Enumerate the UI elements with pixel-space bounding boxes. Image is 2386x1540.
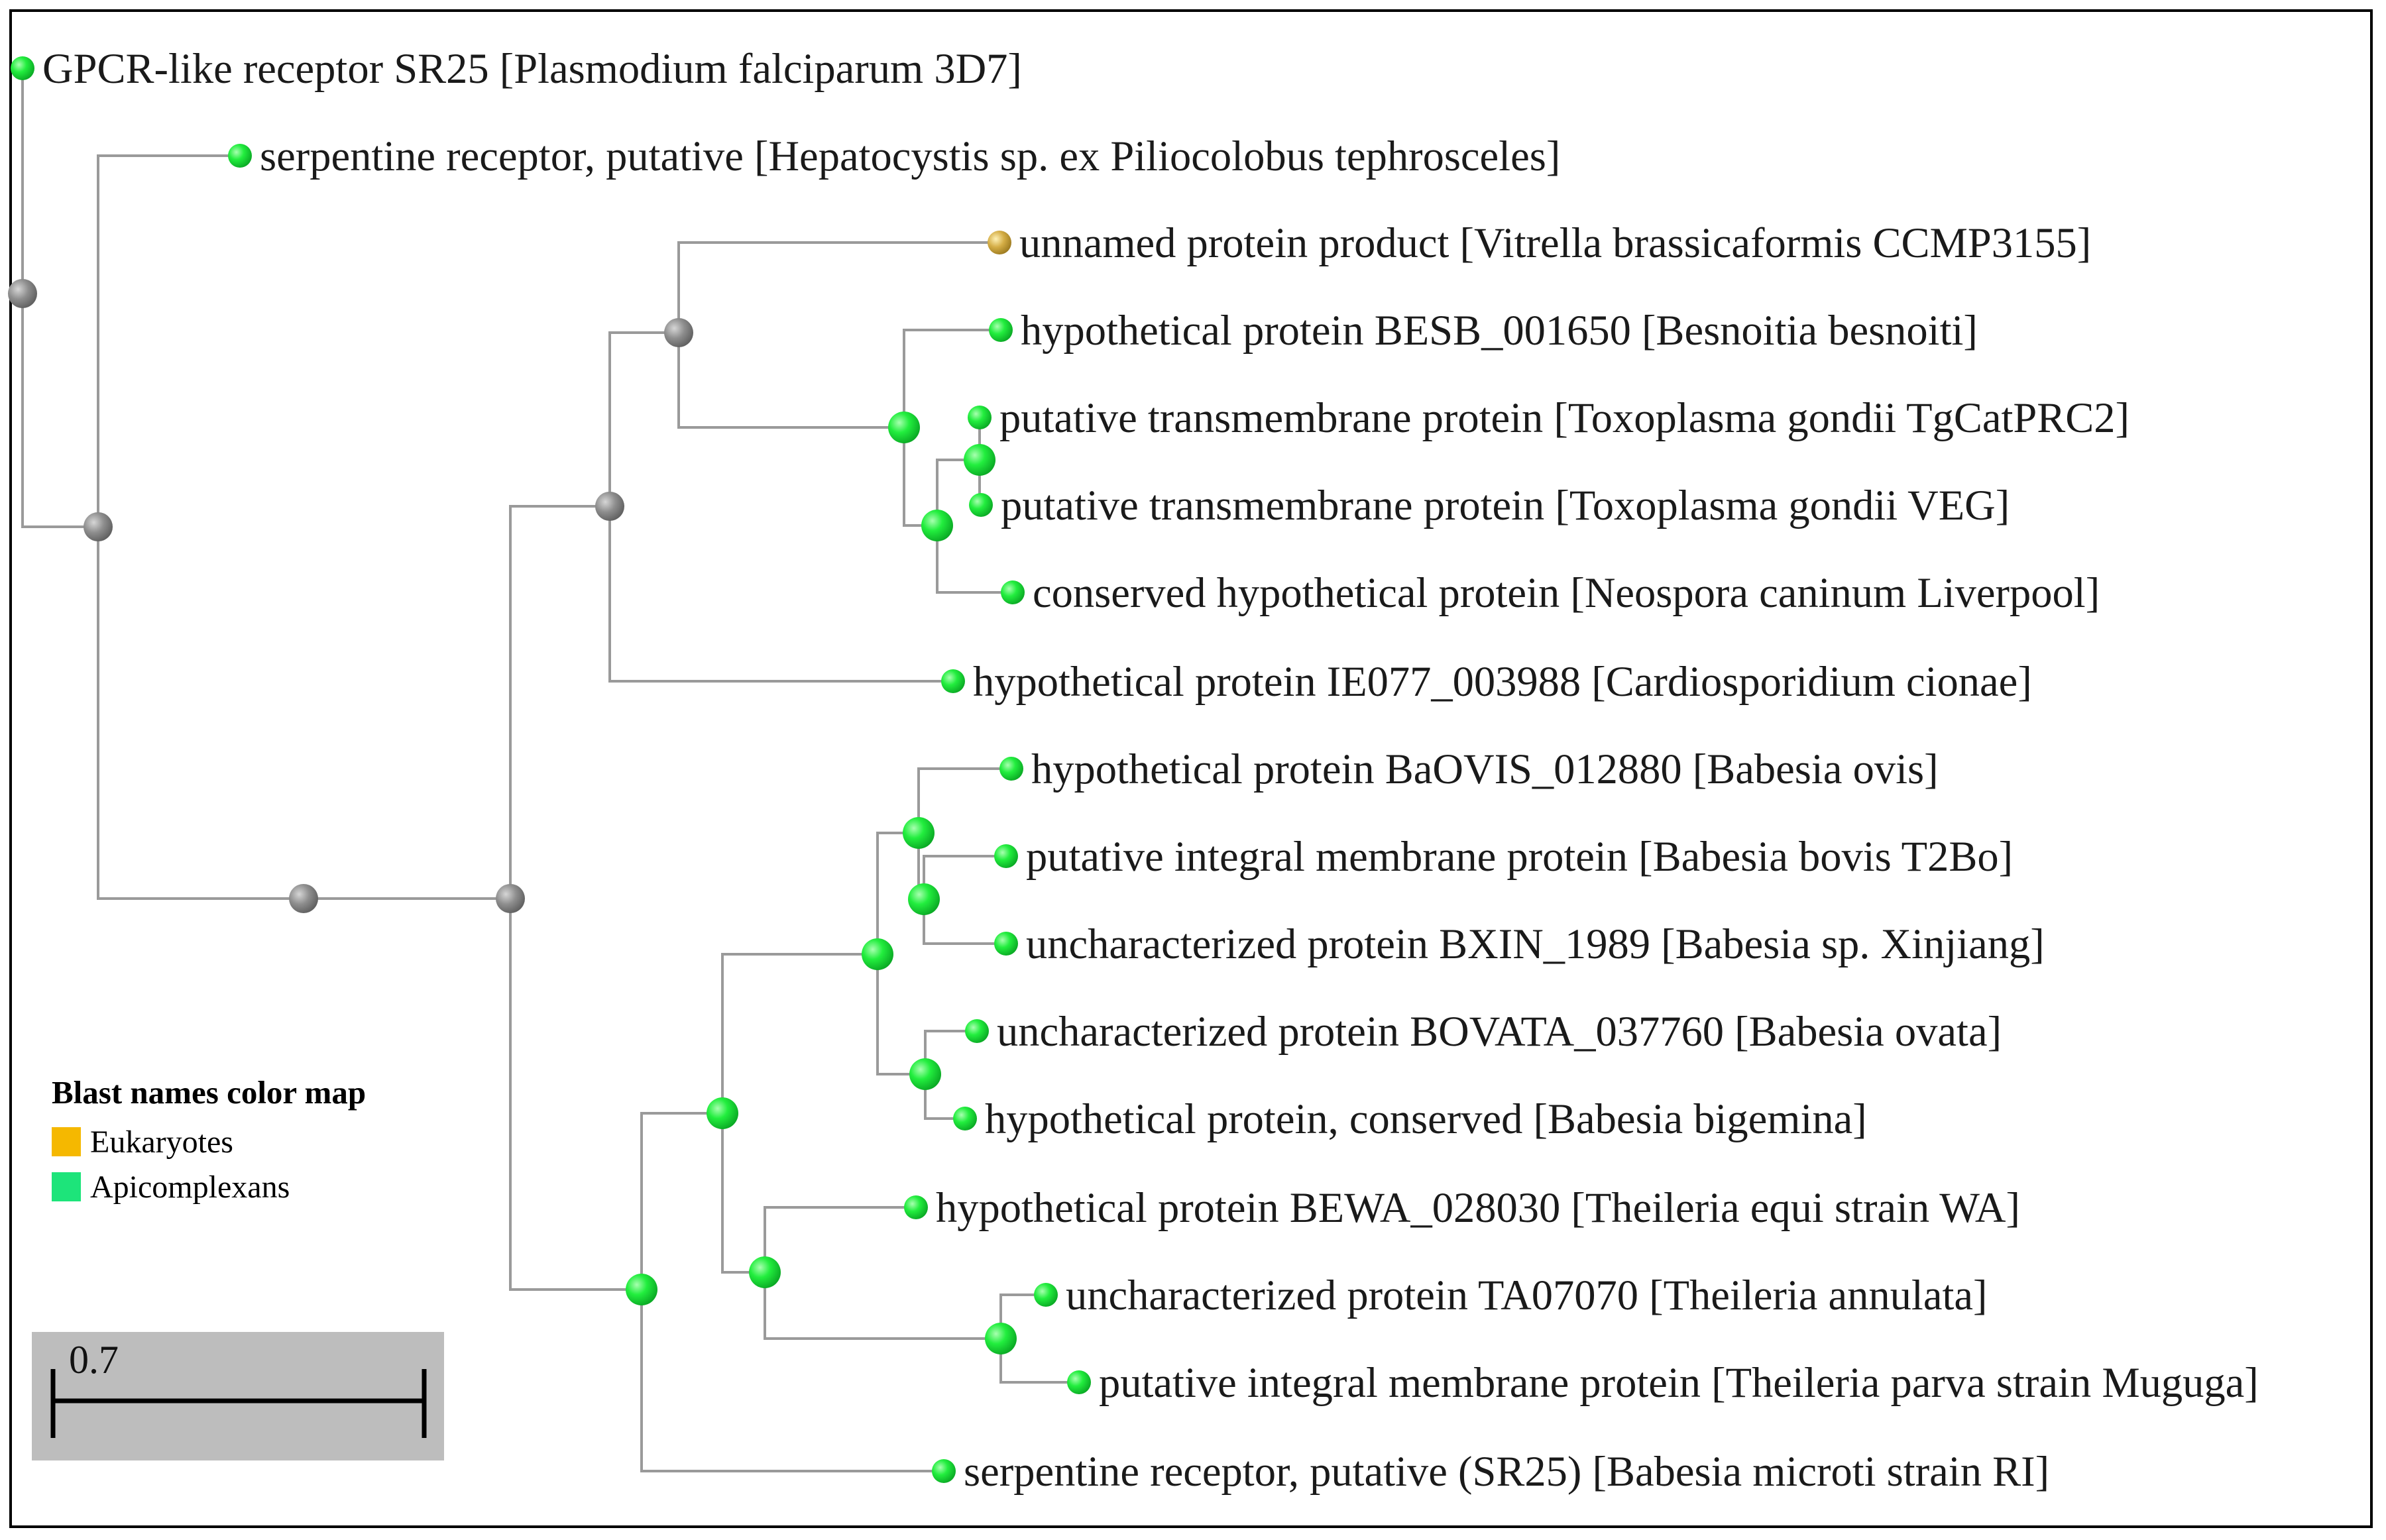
tree-branch bbox=[764, 1272, 1001, 1340]
leaf-label[interactable]: hypothetical protein BEWA_028030 [Theile… bbox=[936, 1184, 2020, 1231]
internal-node[interactable] bbox=[985, 1323, 1017, 1354]
leaf-node[interactable] bbox=[953, 1107, 977, 1130]
tree-nodes bbox=[8, 56, 1091, 1483]
leaf-label[interactable]: putative transmembrane protein [Toxoplas… bbox=[1001, 482, 2010, 529]
legend-swatch-apicomplexans bbox=[52, 1172, 81, 1201]
internal-node[interactable] bbox=[862, 938, 893, 970]
leaf-label[interactable]: serpentine receptor, putative [Hepatocys… bbox=[260, 133, 1560, 180]
leaf-label[interactable]: putative integral membrane protein [Babe… bbox=[1026, 833, 2013, 880]
leaf-node[interactable] bbox=[965, 1019, 989, 1043]
leaf-node[interactable] bbox=[228, 144, 252, 168]
internal-node[interactable] bbox=[964, 444, 995, 476]
internal-node[interactable] bbox=[921, 510, 953, 541]
internal-node[interactable] bbox=[84, 512, 113, 541]
leaf-label[interactable]: putative integral membrane protein [Thei… bbox=[1099, 1359, 2259, 1406]
tree-branch bbox=[721, 1113, 765, 1274]
leaf-label[interactable]: GPCR-like receptor SR25 [Plasmodium falc… bbox=[42, 45, 1022, 92]
leaf-label[interactable]: hypothetical protein BaOVIS_012880 [Babe… bbox=[1031, 745, 1939, 793]
leaf-node[interactable] bbox=[932, 1459, 956, 1483]
tree-branch bbox=[509, 505, 610, 899]
leaf-node[interactable] bbox=[941, 669, 965, 693]
leaf-label[interactable]: hypothetical protein BESB_001650 [Besnoi… bbox=[1021, 307, 1978, 354]
tree-branch bbox=[876, 954, 925, 1075]
internal-node[interactable] bbox=[888, 412, 920, 443]
leaf-node[interactable] bbox=[994, 844, 1018, 868]
tree-branch bbox=[97, 527, 304, 900]
legend-swatch-eukaryotes bbox=[52, 1127, 81, 1156]
tree-branch bbox=[640, 1112, 722, 1290]
internal-node[interactable] bbox=[8, 279, 37, 308]
legend-label-apicomplexans: Apicomplexans bbox=[90, 1169, 290, 1205]
leaf-node[interactable] bbox=[904, 1195, 928, 1219]
leaf-label[interactable]: serpentine receptor, putative (SR25) [Ba… bbox=[964, 1448, 2049, 1495]
tree-branch bbox=[509, 899, 642, 1291]
scale-bar-graphic bbox=[50, 1369, 427, 1438]
internal-node[interactable] bbox=[664, 318, 693, 347]
leaf-label[interactable]: conserved hypothetical protein [Neospora… bbox=[1033, 569, 2100, 616]
internal-node[interactable] bbox=[908, 883, 940, 915]
leaf-label[interactable]: hypothetical protein IE077_003988 [Cardi… bbox=[973, 658, 2032, 705]
leaf-node[interactable] bbox=[1001, 580, 1025, 604]
tree-branch bbox=[608, 506, 953, 683]
leaf-node[interactable] bbox=[988, 231, 1011, 254]
internal-node[interactable] bbox=[903, 817, 935, 849]
internal-node[interactable] bbox=[626, 1274, 657, 1305]
leaf-node[interactable] bbox=[999, 757, 1023, 781]
scale-bar: 0.7 bbox=[32, 1332, 444, 1460]
tree-branch bbox=[97, 154, 240, 527]
internal-node[interactable] bbox=[595, 492, 624, 521]
leaf-node[interactable] bbox=[989, 318, 1013, 342]
leaf-label[interactable]: uncharacterized protein BXIN_1989 [Babes… bbox=[1026, 920, 2045, 967]
tree-branch bbox=[903, 329, 1001, 427]
leaf-label[interactable]: unnamed protein product [Vitrella brassi… bbox=[1019, 219, 2091, 266]
tree-leaf-labels: GPCR-like receptor SR25 [Plasmodium falc… bbox=[42, 45, 2259, 1495]
leaf-node[interactable] bbox=[968, 406, 992, 429]
leaf-node[interactable] bbox=[1067, 1370, 1091, 1394]
tree-viewer-frame bbox=[9, 9, 2373, 1528]
tree-branches bbox=[21, 68, 1079, 1472]
legend-item-apicomplexans: Apicomplexans bbox=[52, 1164, 366, 1209]
internal-node[interactable] bbox=[707, 1097, 738, 1129]
tree-branch bbox=[677, 241, 999, 333]
leaf-label[interactable]: hypothetical protein, conserved [Babesia… bbox=[985, 1095, 1867, 1142]
tree-branch bbox=[721, 953, 878, 1113]
legend-title: Blast names color map bbox=[52, 1074, 367, 1111]
leaf-node[interactable] bbox=[1034, 1283, 1058, 1307]
tree-branch bbox=[917, 767, 1011, 833]
legend-label-eukaryotes: Eukaryotes bbox=[90, 1124, 233, 1160]
tree-branch bbox=[21, 294, 98, 528]
tree-branch bbox=[936, 525, 1013, 594]
tree-branch bbox=[677, 333, 904, 429]
legend-item-eukaryotes: Eukaryotes bbox=[52, 1119, 366, 1164]
leaf-label[interactable]: uncharacterized protein BOVATA_037760 [B… bbox=[997, 1008, 2002, 1055]
scale-bar-label: 0.7 bbox=[69, 1338, 119, 1382]
leaf-label[interactable]: putative transmembrane protein [Toxoplas… bbox=[999, 394, 2130, 441]
internal-node[interactable] bbox=[289, 884, 318, 913]
leaf-node[interactable] bbox=[11, 56, 34, 80]
blast-names-legend: Blast names color map Eukaryotes Apicomp… bbox=[52, 1073, 366, 1209]
internal-node[interactable] bbox=[749, 1256, 781, 1288]
leaf-node[interactable] bbox=[994, 932, 1018, 956]
leaf-node[interactable] bbox=[969, 493, 993, 517]
tree-branch bbox=[640, 1290, 944, 1472]
internal-node[interactable] bbox=[496, 884, 525, 913]
tree-branch bbox=[608, 331, 679, 506]
tree-branch bbox=[764, 1206, 916, 1272]
internal-node[interactable] bbox=[909, 1058, 941, 1090]
leaf-label[interactable]: uncharacterized protein TA07070 [Theiler… bbox=[1066, 1272, 1988, 1319]
